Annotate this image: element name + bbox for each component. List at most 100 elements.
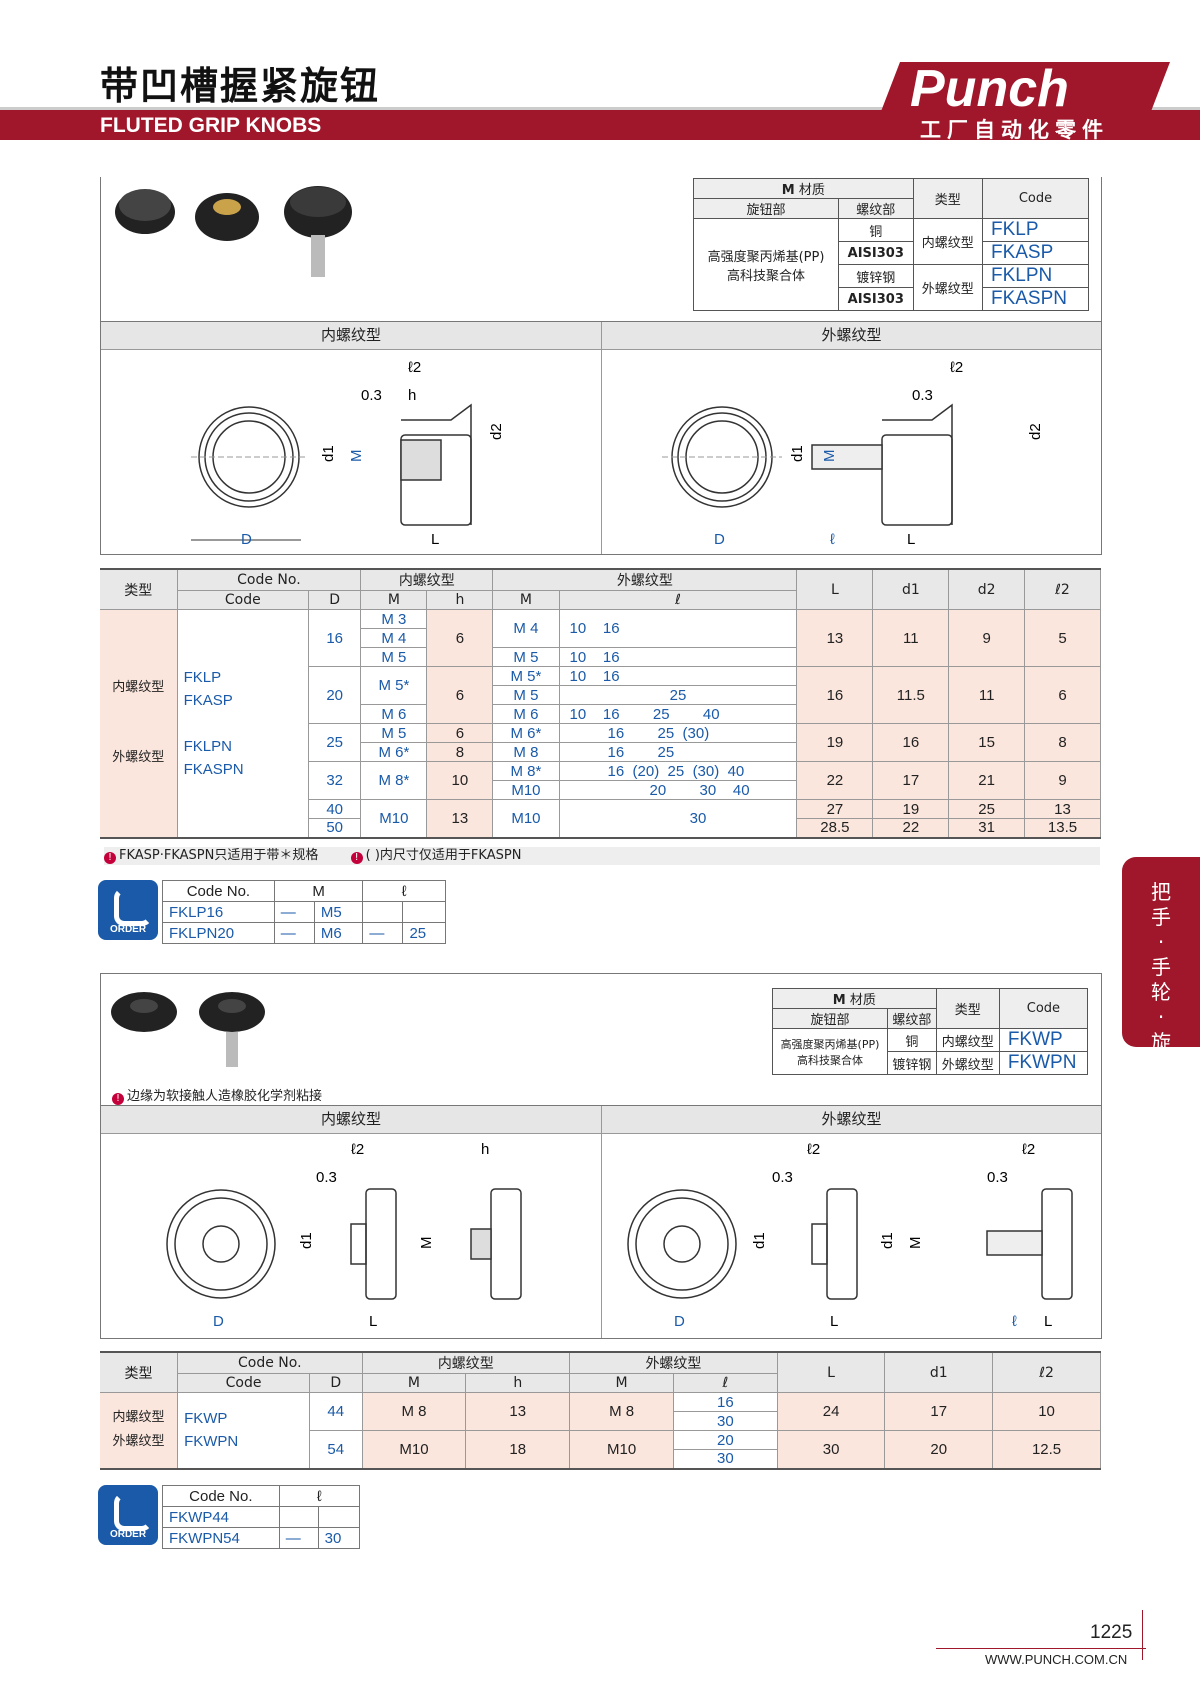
page-subtitle: FLUTED GRIP KNOBS (100, 114, 322, 137)
footer-divider (1142, 1610, 1143, 1660)
l-value: 30 (673, 1411, 778, 1431)
l-values: 16 (20) 25 (30) 40 (559, 761, 798, 781)
note-1: FKASP·FKASPN只适用于带＊规格 (119, 848, 319, 863)
head-code: Code (177, 590, 310, 610)
dim-d1: d1 (298, 1232, 315, 1249)
d2-value: 15 (948, 723, 1025, 762)
d1-value: 17 (884, 1392, 994, 1431)
head-h: h (426, 590, 494, 610)
code-head: Code (998, 988, 1089, 1029)
head-l: ℓ (673, 1373, 778, 1393)
section1-notes: !FKASP·FKASPN只适用于带＊规格 !( )内尺寸仅适用于FKASPN (104, 847, 1100, 865)
dim-M: M (821, 450, 838, 463)
order-cell (278, 1506, 319, 1528)
dim-D: D (714, 531, 725, 548)
d1-value: 17 (872, 761, 950, 800)
page-number: 1225 (1090, 1622, 1133, 1643)
h-value: 6 (426, 666, 494, 724)
l-values: 16 25 (30) (559, 723, 798, 743)
dim-l2: ℓ2 (1022, 1141, 1035, 1158)
M-ext: M 5 (492, 647, 560, 667)
dim-D: D (674, 1313, 685, 1330)
d1-value: 11 (872, 609, 950, 667)
page-title: 带凹槽握紧旋钮 (100, 64, 381, 108)
category-side-tab[interactable] (1122, 857, 1200, 1047)
M-int: M 8* (360, 761, 428, 800)
M-int: M10 (362, 1430, 467, 1469)
order-head: ℓ (362, 880, 446, 902)
h-value: 6 (426, 609, 494, 667)
M-ext: M 4 (492, 609, 560, 648)
d2-value: 31 (948, 818, 1025, 838)
order-cell: FKWP44 (162, 1506, 280, 1528)
order-cell: 25 (402, 922, 446, 944)
L-value: 19 (796, 723, 874, 762)
head-external: 外螺纹型 (492, 569, 798, 591)
type-cell: 内螺纹型 (912, 218, 983, 265)
order-cell: — (362, 922, 404, 944)
M-ext: M 8* (492, 761, 560, 781)
l-values: 10 16 (559, 647, 798, 667)
head-internal: 内螺纹型 (362, 1352, 571, 1374)
code-cell: FKWPN (998, 1051, 1089, 1075)
head-M: M (360, 590, 428, 610)
order-head: Code No. (162, 1485, 280, 1507)
d1-value: 19 (872, 799, 950, 819)
M-ext: M 5* (492, 666, 560, 686)
knob-material: 高强度聚丙烯基(PP) 高科技聚合体 (772, 1028, 888, 1075)
thread-material: 镀锌钢 (838, 264, 914, 288)
section1-drawing-internal: D L 0.3 h ℓ2 d1 M d2 (191, 359, 505, 548)
order-cell: — (278, 1527, 319, 1549)
order-cell: — (273, 922, 315, 944)
h-value: 10 (426, 761, 494, 800)
section2-drawing-box: 内螺纹型 外螺纹型 (100, 1105, 1102, 1339)
drawing-divider (601, 1106, 602, 1338)
l-values: 10 16 (559, 609, 798, 648)
dim-d1: d1 (320, 445, 337, 462)
thread-head: 螺纹部 (838, 198, 914, 219)
section1-drawing-external: D L ℓ 0.3 ℓ2 d1 M d2 (662, 359, 1044, 548)
head-l2: ℓ2 (992, 1352, 1101, 1393)
order-cell (362, 901, 404, 923)
order-head: ℓ (278, 1485, 361, 1507)
footer-url[interactable]: WWW.PUNCH.COM.CN (985, 1652, 1128, 1667)
code-cell: FKLPN (981, 264, 1090, 288)
head-code-no: Code No. (177, 1352, 363, 1374)
L-value: 28.5 (796, 818, 874, 838)
dim-L: L (369, 1313, 377, 1330)
dim-d1: d1 (789, 445, 806, 462)
d1-value: 16 (872, 723, 950, 762)
order-cell: M6 (313, 922, 364, 944)
dim-L: L (1044, 1313, 1052, 1330)
section2-drawing-external: D L ℓ L 0.3 ℓ2 0.3 ℓ2 d1 d1 M (627, 1141, 1073, 1330)
l2-value: 8 (1024, 723, 1102, 762)
h-value: 8 (426, 742, 494, 762)
dim-d2: d2 (488, 423, 505, 440)
code-cell: FKWP (998, 1028, 1089, 1052)
drawing-divider (601, 322, 602, 554)
dim-l2: ℓ2 (807, 1141, 820, 1158)
section2-drawing-internal: D L 0.3 ℓ2 h d1 M (166, 1141, 522, 1330)
head-d1: d1 (872, 569, 950, 610)
order-cell: FKLP16 (162, 901, 275, 923)
l-value: 30 (673, 1449, 778, 1469)
head-D: D (309, 1373, 363, 1393)
dim-D: D (241, 531, 252, 548)
dim-M: M (907, 1237, 924, 1250)
order-cell: — (273, 901, 315, 923)
drawing-title-external: 外螺纹型 (602, 322, 1101, 350)
head-d1: d1 (884, 1352, 994, 1393)
section1-spec-table: 类型 Code No. 内螺纹型 外螺纹型 L d1 d2 ℓ2 Code D … (100, 568, 1102, 839)
type-cell: 内螺纹型外螺纹型 (100, 1392, 179, 1469)
head-L: L (796, 569, 874, 610)
section2-spec-table: 类型 Code No. 内螺纹型 外螺纹型 L d1 ℓ2 Code D M h… (100, 1351, 1101, 1470)
dim-D: D (213, 1313, 224, 1330)
dim-L: L (431, 531, 439, 548)
dim-0.3: 0.3 (772, 1169, 793, 1186)
dim-l2: ℓ2 (950, 359, 963, 376)
code-cell: FKASP (981, 241, 1090, 265)
note-2: ( )内尺寸仅适用于FKASPN (365, 848, 522, 863)
knob-head: 旋钮部 (693, 198, 839, 219)
dim-d2: d2 (1027, 423, 1044, 440)
